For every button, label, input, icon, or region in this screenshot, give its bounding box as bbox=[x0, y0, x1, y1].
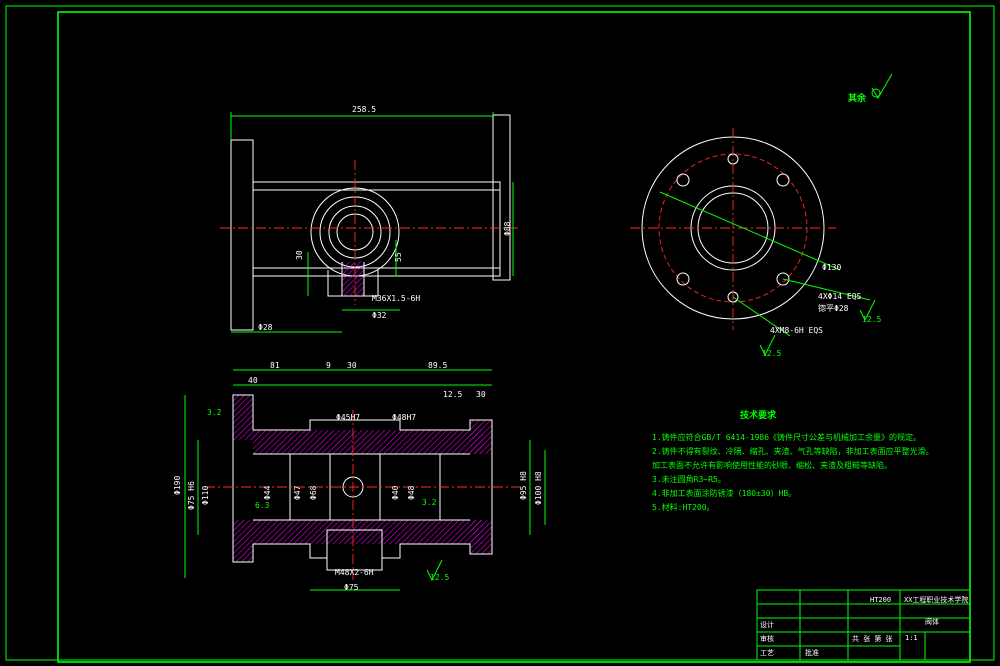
svg-text:Φ40: Φ40 bbox=[391, 485, 400, 500]
svg-text:阀体: 阀体 bbox=[925, 617, 939, 626]
technical-requirements: 技术要求 1.铸件应符合GB/T 6414-1986《铸件尺寸公差与机械加工余量… bbox=[652, 409, 934, 512]
svg-text:6.3: 6.3 bbox=[255, 501, 270, 510]
svg-text:30: 30 bbox=[295, 250, 304, 260]
svg-text:共 张 第 张: 共 张 第 张 bbox=[852, 634, 893, 643]
outer-frame bbox=[5, 5, 995, 661]
inner-frame bbox=[57, 11, 971, 663]
svg-text:HT200: HT200 bbox=[870, 596, 891, 604]
svg-text:30: 30 bbox=[476, 390, 486, 399]
svg-text:审核: 审核 bbox=[760, 634, 774, 643]
svg-text:工艺: 工艺 bbox=[760, 649, 774, 657]
svg-text:Φ32: Φ32 bbox=[372, 311, 387, 320]
title-block: HT200 XX工程职业技术学院 阀体 1:1 设计 审核 工艺 批准 共 张 … bbox=[756, 589, 971, 661]
svg-text:81: 81 bbox=[270, 361, 280, 370]
svg-text:9: 9 bbox=[326, 361, 331, 370]
svg-text:12.5: 12.5 bbox=[762, 349, 781, 358]
svg-text:Φ48: Φ48 bbox=[407, 485, 416, 500]
svg-text:40: 40 bbox=[248, 376, 258, 385]
svg-text:Φ88: Φ88 bbox=[503, 221, 512, 236]
surface-finish-note: 其余 bbox=[848, 73, 893, 104]
svg-text:89.5: 89.5 bbox=[428, 361, 447, 370]
end-view: Φ130 4XΦ14 EQS 锪平Φ28 4XM8-6H EQS 12.5 12… bbox=[630, 128, 881, 358]
svg-text:3.2: 3.2 bbox=[207, 408, 222, 417]
svg-text:M48X2-6H: M48X2-6H bbox=[335, 568, 374, 577]
svg-text:258.5: 258.5 bbox=[352, 105, 376, 114]
svg-text:12.5: 12.5 bbox=[443, 390, 462, 399]
svg-text:4.非加工表面涂防锈漆（180±30）HB。: 4.非加工表面涂防锈漆（180±30）HB。 bbox=[652, 488, 796, 498]
svg-text:12.5: 12.5 bbox=[430, 573, 449, 582]
section-view: 40 81 9 30 89.5 12.5 30 Φ190 Φ75 H6 Φ110… bbox=[173, 361, 546, 592]
svg-text:Φ28: Φ28 bbox=[258, 323, 273, 332]
svg-text:Φ47: Φ47 bbox=[293, 485, 302, 500]
svg-text:M36X1.5-6H: M36X1.5-6H bbox=[372, 294, 420, 303]
svg-text:加工表面不允许有影响使用性能的砂眼、缩松、夹渣及粗糙等缺陷。: 加工表面不允许有影响使用性能的砂眼、缩松、夹渣及粗糙等缺陷。 bbox=[652, 460, 892, 470]
svg-text:55: 55 bbox=[394, 252, 403, 262]
svg-text:30: 30 bbox=[347, 361, 357, 370]
svg-text:设计: 设计 bbox=[760, 620, 774, 629]
svg-text:Φ75: Φ75 bbox=[344, 583, 359, 592]
svg-text:Φ95 H8: Φ95 H8 bbox=[519, 471, 528, 500]
svg-text:Φ190: Φ190 bbox=[173, 476, 182, 495]
svg-text:5.材料:HT200。: 5.材料:HT200。 bbox=[652, 502, 715, 512]
front-view: 258.5 Φ88 Φ28 Φ32 M36X1.5-6H 30 55 bbox=[220, 105, 520, 333]
svg-text:1.铸件应符合GB/T 6414-1986《铸件尺寸公差与机: 1.铸件应符合GB/T 6414-1986《铸件尺寸公差与机械加工余量》的规定。 bbox=[652, 432, 921, 442]
svg-text:1:1: 1:1 bbox=[905, 634, 918, 642]
svg-text:4XM8-6H EQS: 4XM8-6H EQS bbox=[770, 326, 823, 335]
svg-text:Φ75 H6: Φ75 H6 bbox=[187, 481, 196, 510]
svg-text:Φ110: Φ110 bbox=[201, 486, 210, 505]
svg-text:批准: 批准 bbox=[805, 648, 819, 657]
svg-text:2.铸件不得有裂纹、冷隔、缩孔、夹渣、气孔等缺陷，非加工表面: 2.铸件不得有裂纹、冷隔、缩孔、夹渣、气孔等缺陷，非加工表面应平整光滑。 bbox=[652, 446, 934, 456]
svg-text:3.2: 3.2 bbox=[422, 498, 437, 507]
svg-text:Φ48H7: Φ48H7 bbox=[392, 413, 416, 422]
svg-text:3.未注圆角R3~R5。: 3.未注圆角R3~R5。 bbox=[652, 474, 726, 484]
svg-text:XX工程职业技术学院: XX工程职业技术学院 bbox=[904, 595, 968, 604]
svg-text:4XΦ14 EQS: 4XΦ14 EQS bbox=[818, 292, 862, 301]
svg-text:Φ44: Φ44 bbox=[263, 485, 272, 500]
svg-text:技术要求: 技术要求 bbox=[740, 409, 777, 421]
svg-text:Φ68: Φ68 bbox=[309, 485, 318, 500]
svg-text:Φ45H7: Φ45H7 bbox=[336, 413, 360, 422]
svg-text:锪平Φ28: 锪平Φ28 bbox=[818, 303, 849, 313]
svg-text:Φ130: Φ130 bbox=[822, 263, 841, 272]
svg-text:Φ100 H8: Φ100 H8 bbox=[534, 471, 543, 505]
svg-text:其余: 其余 bbox=[848, 92, 867, 104]
svg-text:12.5: 12.5 bbox=[862, 315, 881, 324]
